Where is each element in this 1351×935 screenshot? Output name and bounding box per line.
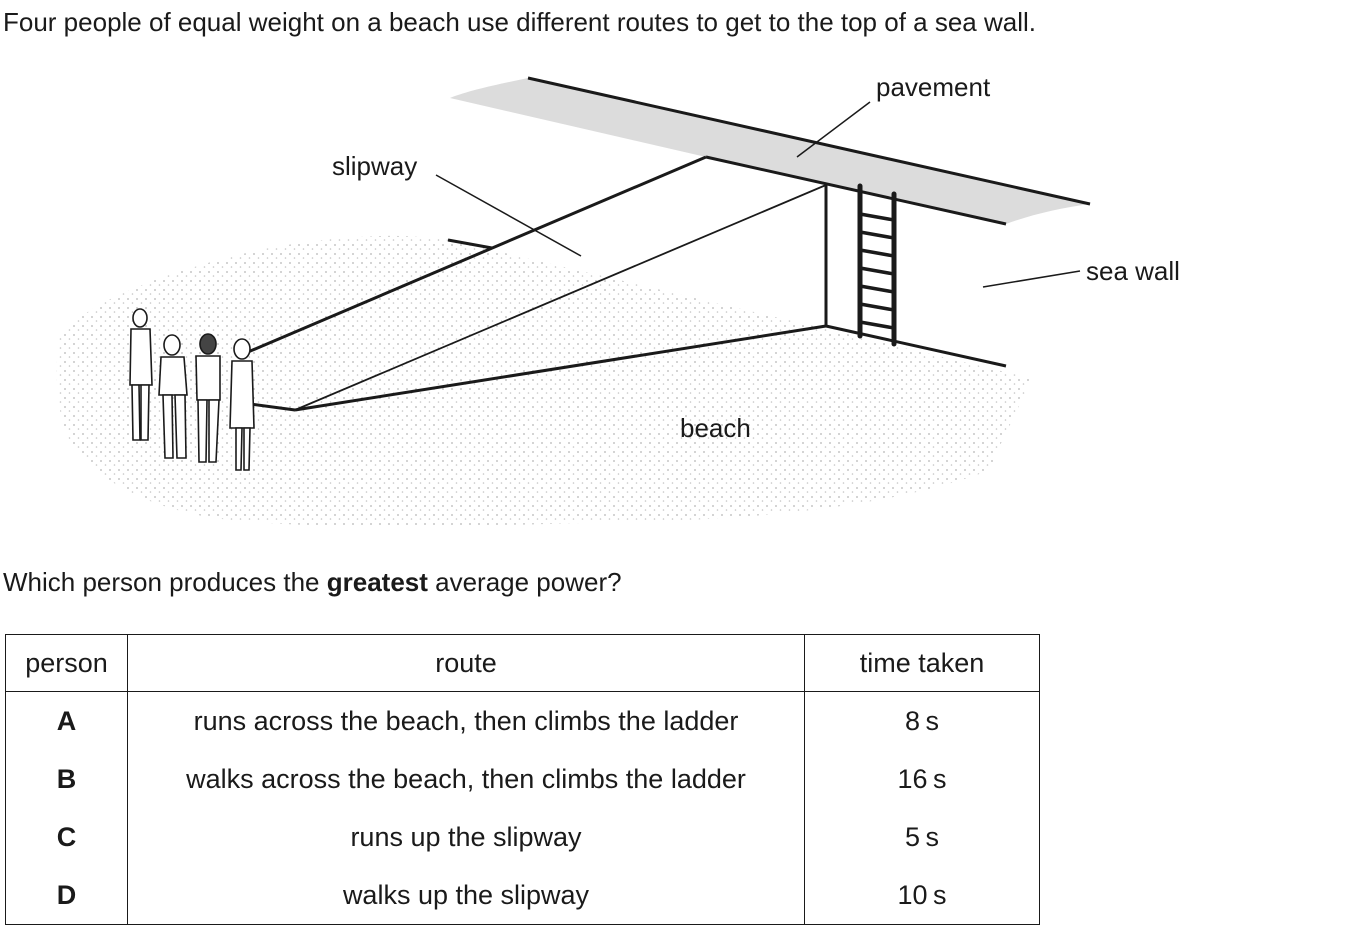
header-person: person xyxy=(5,634,128,692)
table-row: D walks up the slipway 10 s xyxy=(5,866,1040,925)
question-after: average power? xyxy=(427,567,622,597)
header-time: time taken xyxy=(804,634,1040,692)
table-header-row: person route time taken xyxy=(5,634,1040,692)
time-cell: 5 s xyxy=(804,808,1040,866)
intro-text: Four people of equal weight on a beach u… xyxy=(3,7,1036,37)
table-row: A runs across the beach, then climbs the… xyxy=(5,691,1040,750)
person-figure-3 xyxy=(195,333,221,463)
pavement xyxy=(450,78,1090,224)
people-group xyxy=(129,308,255,471)
table-row: B walks across the beach, then climbs th… xyxy=(5,750,1040,808)
sea-wall-diagram: pavement slipway sea wall beach xyxy=(56,72,1180,527)
person-figure-2 xyxy=(158,334,188,459)
route-cell: runs across the beach, then climbs the l… xyxy=(127,691,805,750)
route-cell: walks up the slipway xyxy=(127,866,805,925)
time-cell: 8 s xyxy=(804,691,1040,750)
slipway-label: slipway xyxy=(332,151,417,181)
question-emphasis: greatest xyxy=(326,567,428,597)
question-text: Which person produces the greatest avera… xyxy=(3,566,622,598)
routes-table: person route time taken A runs across th… xyxy=(5,634,1040,925)
person-figure-4 xyxy=(229,338,255,471)
person-figure-1 xyxy=(129,308,153,441)
table-row: C runs up the slipway 5 s xyxy=(5,808,1040,866)
route-cell: runs up the slipway xyxy=(127,808,805,866)
time-cell: 16 s xyxy=(804,750,1040,808)
header-route: route xyxy=(127,634,805,692)
beach-sand xyxy=(56,235,1031,527)
beach-label: beach xyxy=(680,413,751,443)
person-cell: D xyxy=(5,866,128,925)
pavement-label: pavement xyxy=(876,72,991,102)
ladder xyxy=(857,183,897,347)
sea-wall-label: sea wall xyxy=(1086,256,1180,286)
route-cell: walks across the beach, then climbs the … xyxy=(127,750,805,808)
person-cell: A xyxy=(5,691,128,750)
time-cell: 10 s xyxy=(804,866,1040,925)
person-cell: C xyxy=(5,808,128,866)
question-before: Which person produces the xyxy=(3,567,327,597)
person-cell: B xyxy=(5,750,128,808)
